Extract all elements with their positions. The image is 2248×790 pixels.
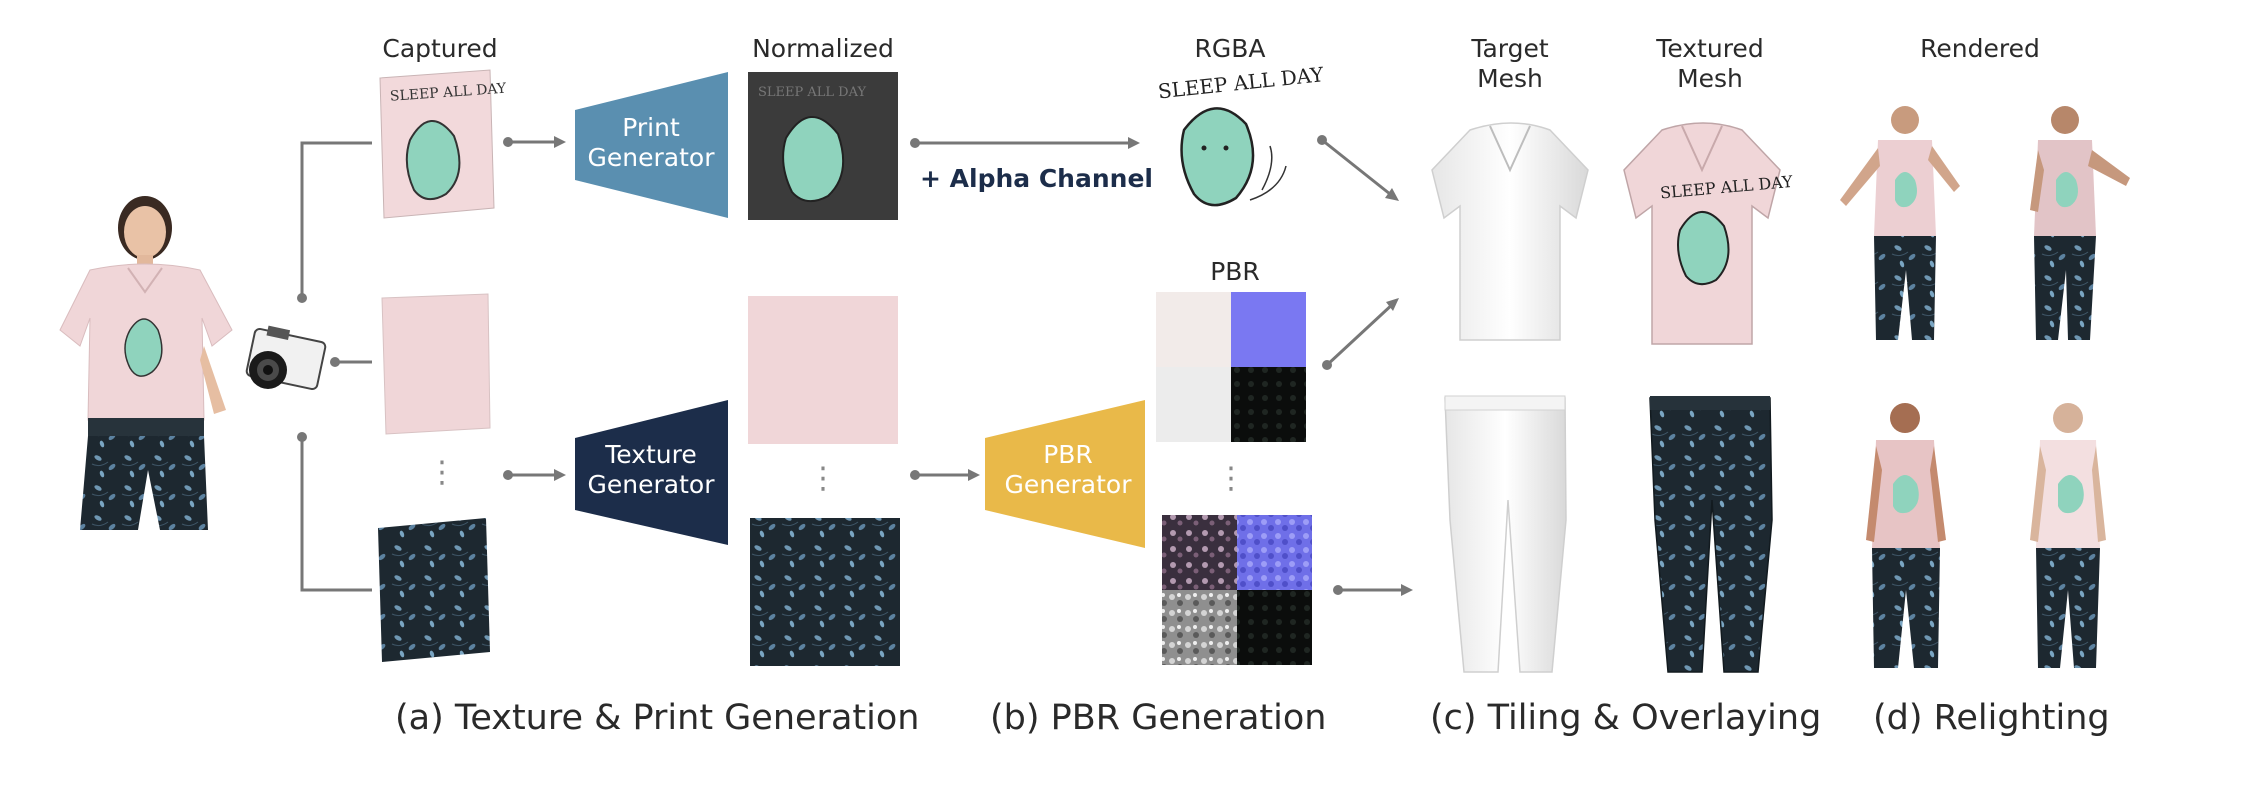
label-alpha-channel: + Alpha Channel [920,164,1153,193]
label-target-mesh-line1: Target [1471,34,1549,63]
print-generator-label-1: Print [622,113,680,142]
camera-icon [245,325,327,391]
rendered-figure-2 [2030,106,2130,340]
caption-a: (a) Texture & Print Generation [395,698,920,738]
rendered-figure-3 [1866,403,1946,668]
captured-print-patch: SLEEP ALL DAY [379,69,507,219]
target-mesh-shirt [1431,122,1589,341]
target-mesh-pants [1444,395,1567,673]
label-target-mesh: Target Mesh [1450,34,1570,94]
print-generator: Print Generator [575,72,728,218]
pbr-maps-patterned [1162,515,1312,665]
textured-mesh-shirt: SLEEP ALL DAY [1623,122,1794,345]
label-textured-mesh-line2: Mesh [1677,64,1743,93]
normalized-ellipsis: ⋮ [808,461,838,496]
captured-ellipsis: ⋮ [427,455,457,490]
pbr-maps-plain [1156,292,1306,442]
rendered-figure-1 [1840,106,1960,340]
pbr-generator-label-1: PBR [1043,440,1093,469]
rgba-print-text: SLEEP ALL DAY [1157,62,1326,103]
label-rgba: RGBA [1194,34,1266,63]
caption-d: (d) Relighting [1873,698,2110,738]
captured-patterned-patch [378,518,490,662]
pbr-ellipsis: ⋮ [1216,461,1246,496]
textured-mesh-pants [1649,396,1773,673]
captured-plain-patch [381,293,491,435]
label-target-mesh-line2: Mesh [1477,64,1543,93]
pbr-generator: PBR Generator [985,400,1145,548]
connectors [297,135,1413,596]
normalized-plain [748,296,898,444]
rgba-print: SLEEP ALL DAY [1157,62,1326,207]
print-generator-label-2: Generator [588,143,716,172]
label-captured: Captured [382,34,498,63]
label-textured-mesh-line1: Textured [1656,34,1764,63]
pbr-generator-label-2: Generator [1005,470,1133,499]
label-rendered: Rendered [1920,34,2040,63]
label-normalized: Normalized [752,34,894,63]
caption-b: (b) PBR Generation [990,698,1327,738]
model-photo [59,196,233,530]
normalized-print-text: SLEEP ALL DAY [758,85,866,100]
texture-generator-label-2: Generator [588,470,716,499]
caption-c: (c) Tiling & Overlaying [1430,698,1822,738]
normalized-print: SLEEP ALL DAY [748,72,898,220]
texture-generator: Texture Generator [575,400,728,545]
rendered-figure-4 [2030,403,2106,668]
label-textured-mesh: Textured Mesh [1640,34,1780,94]
normalized-patterned [750,518,900,666]
label-pbr: PBR [1210,257,1260,286]
texture-generator-label-1: Texture [604,440,697,469]
